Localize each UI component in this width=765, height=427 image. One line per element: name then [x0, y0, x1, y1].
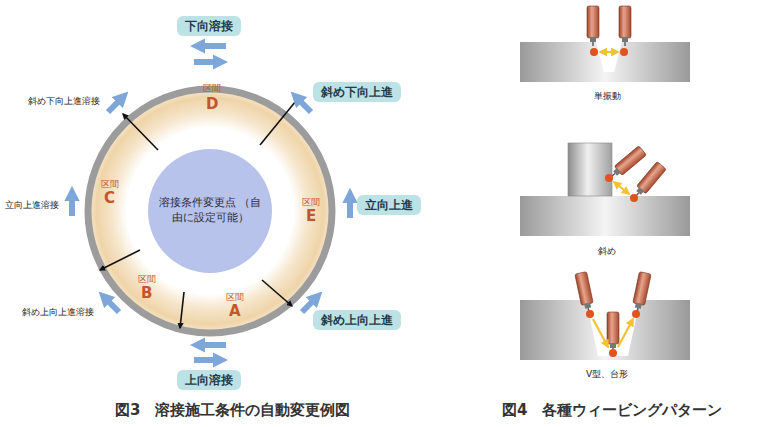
direction-box: 下向溶接	[177, 16, 241, 36]
section-letter: D	[206, 96, 218, 113]
section-letter: C	[104, 190, 115, 207]
pattern-label: 斜め	[598, 246, 616, 256]
section-letter: A	[229, 303, 241, 320]
direction-label: 斜め下向上進溶接	[28, 96, 100, 106]
figure-caption: 図3 溶接施工条件の自動変更例図	[115, 402, 350, 419]
direction-label: 立向上進溶接	[5, 200, 59, 210]
direction-text: 上向溶接	[185, 373, 233, 387]
circle-fill	[148, 149, 272, 273]
center-circle: 溶接条件変更点 （自由に設定可能）	[148, 149, 272, 273]
direction-text: 斜め上向上進	[321, 313, 393, 327]
center-text: 溶接条件変更点 （自由に設定可能）	[158, 196, 262, 226]
section-tag: 区間	[138, 274, 156, 284]
direction-text: 斜め下向上進	[321, 85, 393, 99]
section-letter: B	[141, 285, 152, 302]
direction-box: 斜め上向上進	[313, 310, 401, 330]
direction-text: 立向上進	[365, 198, 413, 212]
section-letter: E	[306, 208, 316, 225]
section-tag: 区間	[226, 292, 244, 302]
direction-box: 立向上進	[357, 195, 421, 215]
pattern-label: V型、台形	[586, 369, 628, 379]
pattern-label: 単振動	[594, 91, 621, 101]
section-tag: 区間	[302, 197, 320, 207]
section-tag: 区間	[101, 179, 119, 189]
section-tag: 区間	[203, 83, 221, 93]
figure-caption: 図4 各種ウィービングパターン	[502, 402, 722, 419]
direction-box: 上向溶接	[177, 370, 241, 390]
direction-box: 斜め下向上進	[313, 82, 401, 102]
direction-text: 下向溶接	[185, 19, 233, 33]
direction-label: 斜め上向上進溶接	[22, 307, 94, 317]
